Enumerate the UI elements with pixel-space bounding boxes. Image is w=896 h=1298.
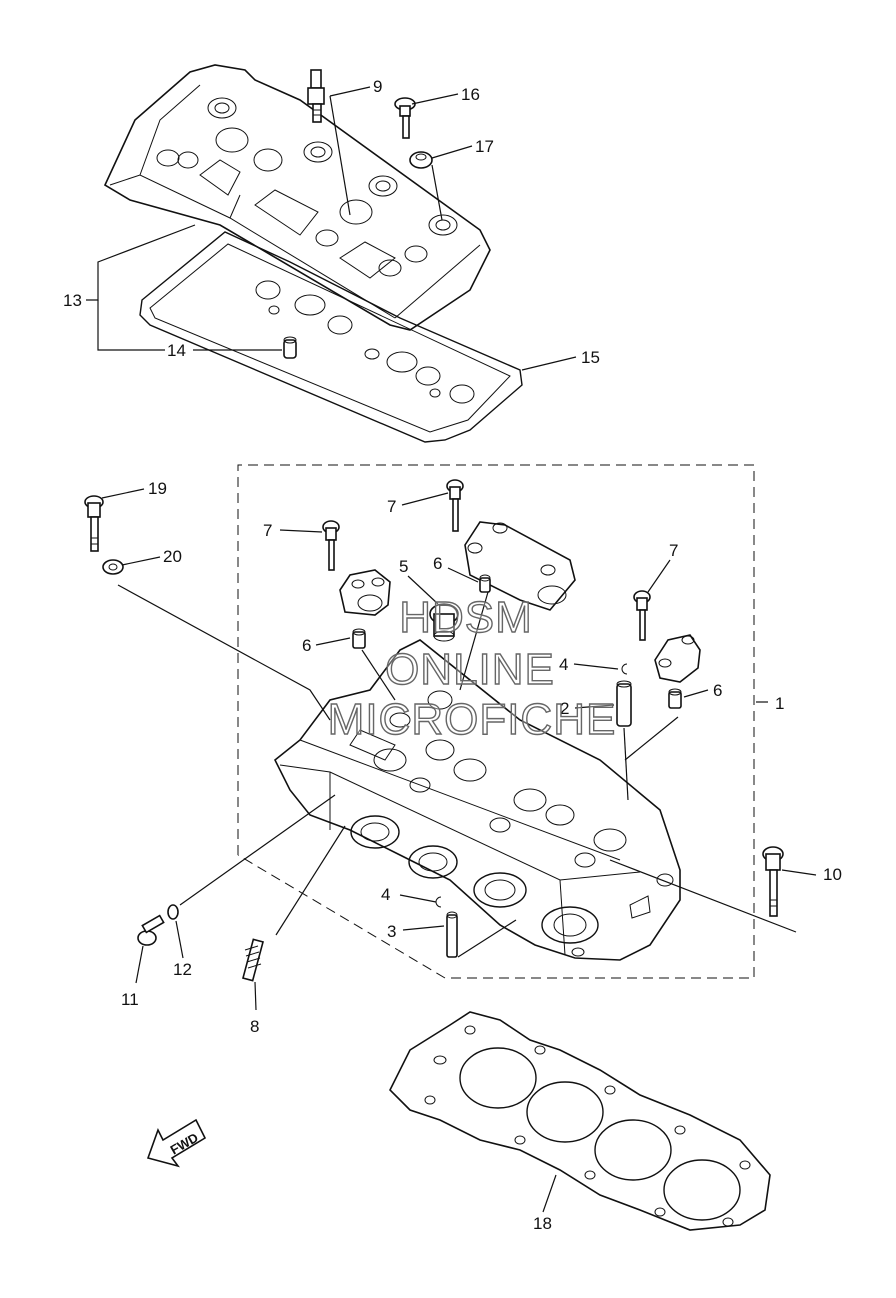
camshaft-cap-left [339,569,391,616]
callout-17: 17 [475,137,494,156]
fwd-arrow-icon: FWD [146,1118,207,1168]
spark-plug-part-9 [307,69,325,123]
watermark-line-2: ONLINE [385,645,555,694]
callout-20: 20 [163,547,182,566]
part-4-clip-upper [621,663,628,675]
callout-12: 12 [173,960,192,979]
callout-10: 10 [823,865,842,884]
grommet-part-14 [283,336,297,359]
callout-18: 18 [533,1214,552,1233]
callout-2: 2 [560,699,569,718]
callout-7a: 7 [263,521,272,540]
grommet-part-17 [409,151,433,169]
leader-lines [86,86,817,1213]
part-2-guide [616,680,632,727]
cylinder-head [273,639,681,961]
watermark-line-3: MICROFICHE [328,695,617,744]
callout-14: 14 [167,341,186,360]
watermark-line-1: HDSM [399,593,533,642]
cylinder-head-cover [103,64,491,331]
callout-6c: 6 [713,681,722,700]
callout-13: 13 [63,291,82,310]
bolt-part-7-top [446,479,464,532]
callout-7b: 7 [387,497,396,516]
callout-7c: 7 [669,541,678,560]
bolt-part-10 [762,846,784,917]
watermark: HDSM ONLINE MICROFICHE [327,592,617,744]
dowel-pin-part-6-c [668,688,682,709]
callout-11: 11 [121,990,139,1009]
part-3-guide [446,911,458,958]
cover-gasket [139,231,523,443]
callout-4b: 4 [381,885,390,904]
callout-8: 8 [250,1017,259,1036]
callout-15: 15 [581,348,600,367]
camshaft-cap-right [654,634,701,683]
bolt-part-7-left [322,520,340,571]
callout-9: 9 [373,77,382,96]
dowel-pin-part-6-b [479,574,491,593]
part-5-plug [429,603,459,642]
cylinder-head-assembly-boundary [237,464,755,979]
washer-part-20 [102,559,124,575]
bolt-part-19 [84,495,104,552]
bolt-part-16 [394,97,416,139]
callout-1: 1 [775,694,784,713]
callout-4a: 4 [559,655,568,674]
washer-part-12 [167,904,179,920]
callout-5: 5 [399,557,408,576]
callout-6b: 6 [302,636,311,655]
part-4-clip-lower [435,896,442,908]
callout-6a: 6 [433,554,442,573]
cylinder-head-gasket [389,1011,771,1231]
callout-labels: 1 2 3 4 4 5 6 6 6 7 7 7 8 9 10 11 12 13 … [63,77,842,1233]
bolt-part-11 [137,914,165,946]
callout-3: 3 [387,922,396,941]
callout-19: 19 [148,479,167,498]
dowel-pin-part-6-a [352,628,366,649]
bolt-part-7-right [633,590,651,641]
callout-16: 16 [461,85,480,104]
stud-bolt-part-8 [242,938,264,982]
